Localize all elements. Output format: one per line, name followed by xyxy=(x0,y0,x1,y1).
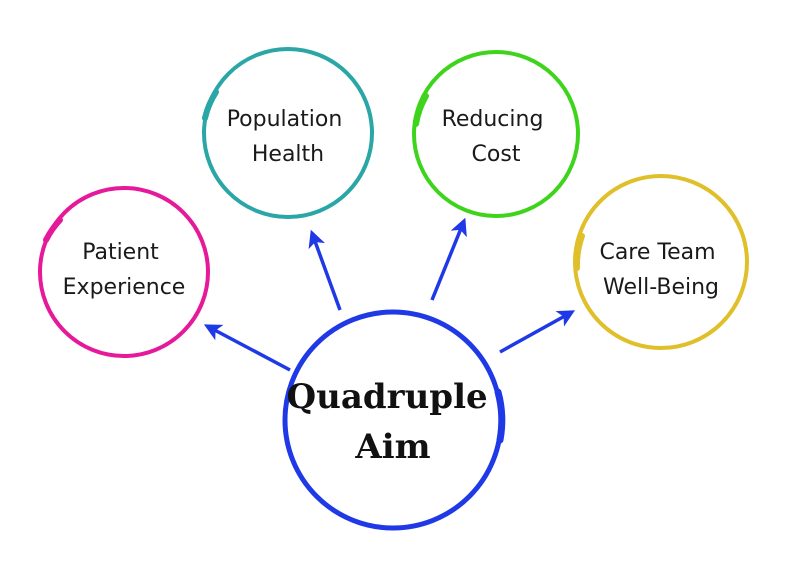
arrows xyxy=(203,217,576,372)
reducing-cost-line2: Cost xyxy=(472,142,521,167)
patient-experience-line2: Experience xyxy=(63,275,186,300)
svg-text:Population Health: Population Health xyxy=(227,107,350,167)
center-brush-accent xyxy=(494,388,506,444)
reducing-cost-line1: Reducing xyxy=(442,107,544,132)
care-team-well-being-brush-accent xyxy=(573,233,585,271)
svg-text:Care Team Well-Being: Care Team Well-Being xyxy=(599,240,722,300)
svg-text:Patient Experience: Patient Experience xyxy=(63,240,186,300)
svg-text:Quadruple Aim: Quadruple Aim xyxy=(287,377,500,467)
arrow-to-care-team-well-being xyxy=(499,310,576,354)
patient-experience-line1: Patient xyxy=(82,240,159,265)
svg-text:Reducing Cost: Reducing Cost xyxy=(442,107,551,167)
node-population-health: Population Health xyxy=(202,47,374,219)
population-health-line2: Health xyxy=(252,142,324,167)
reducing-cost-brush-accent xyxy=(413,93,429,127)
care-team-well-being-line2: Well-Being xyxy=(603,275,719,300)
arrow-to-patient-experience xyxy=(203,324,291,372)
node-reducing-cost: Reducing Cost xyxy=(412,50,580,218)
node-care-team-well-being: Care Team Well-Being xyxy=(573,174,749,350)
arrow-to-reducing-cost xyxy=(430,217,467,301)
population-health-line1: Population xyxy=(227,107,343,132)
population-health-brush-accent xyxy=(202,89,219,121)
reducing-cost-circle xyxy=(412,50,580,218)
center-title-line1: Quadruple xyxy=(287,377,488,417)
arrow-to-population-health xyxy=(308,229,342,311)
node-patient-experience: Patient Experience xyxy=(38,186,210,358)
center-circle xyxy=(282,309,504,531)
population-health-circle xyxy=(202,47,374,219)
center-node: Quadruple Aim xyxy=(282,309,506,531)
patient-experience-circle xyxy=(38,186,210,358)
patient-experience-brush-accent xyxy=(43,217,63,243)
center-title-line2: Aim xyxy=(354,427,430,467)
care-team-well-being-line1: Care Team xyxy=(599,240,715,265)
